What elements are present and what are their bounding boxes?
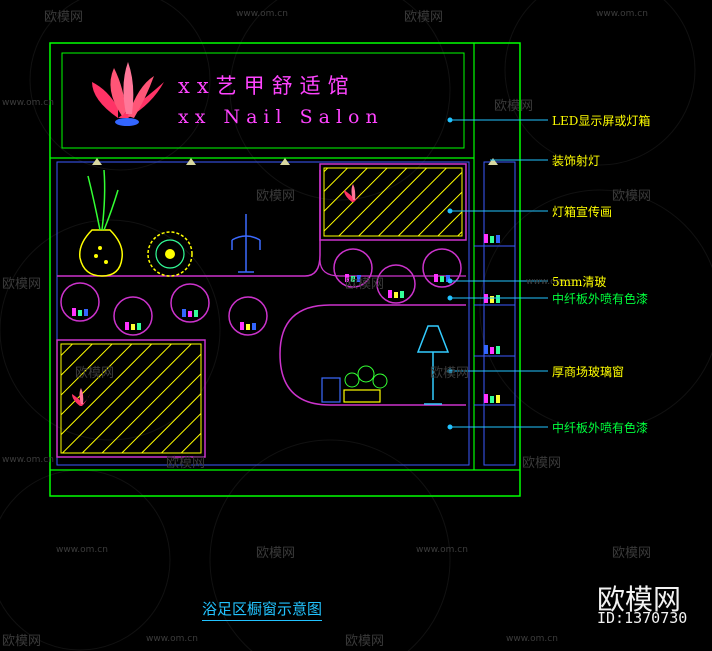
annotation-lightbox-poster: 灯箱宣传画 [552,205,613,219]
annotation-clear-glass: 5mm清玻 [552,275,607,289]
watermark-url: www.om.cn [2,455,54,465]
watermark-logo: 欧模网 [75,366,115,381]
watermark-url: www.om.cn [596,9,648,19]
watermark-logo: 欧模网 [44,10,84,25]
annotation-mall-glass: 厚商场玻璃窗 [552,365,625,379]
watermark-logo: 欧模网 [2,634,42,649]
inner-frame [56,161,470,466]
niche-bottles [72,274,450,330]
annotation-led-sign: LED显示屏或灯箱 [552,114,651,128]
watermark-url: www.om.cn [236,9,288,19]
watermark-logo: 欧模网 [430,366,470,381]
watermark-logo: 欧模网 [256,546,296,561]
watermark-logo: 欧模网 [612,189,652,204]
upper-poster-box [319,163,467,241]
lower-poster-hatch [60,343,202,454]
watermark-logo: 欧模网 [522,456,562,471]
watermark-url: www.om.cn [506,634,558,644]
watermark-logo: 欧模网 [494,99,534,114]
annotation-mdf-paint-1: 中纤板外喷有色漆 [552,292,649,306]
brand-id: ID:1370730 [597,609,688,627]
annotation-spotlight: 装饰射灯 [552,154,601,168]
table-lamp [416,325,450,405]
candelabra [231,214,261,273]
watermark-url: www.om.cn [416,545,468,555]
led-sign-box [61,52,465,149]
watermark-logo: 欧模网 [345,634,385,649]
watermark-logo: 欧模网 [166,456,206,471]
side-bottles [484,234,500,403]
watermark-logo: 欧模网 [345,277,385,292]
watermark-url: www.om.cn [526,277,578,287]
drawing-caption: 浴足区橱窗示意图 [202,598,323,621]
watermark-logo: 欧模网 [2,277,42,292]
watermark-url: www.om.cn [56,545,108,555]
annotation-mdf-paint-2: 中纤板外喷有色漆 [552,421,649,435]
lower-poster-lotus [72,388,90,406]
upper-right-shelf [319,259,466,277]
round-niches [60,248,462,336]
watermark-logo: 欧模网 [612,546,652,561]
leader-lines [447,117,548,430]
vase-plant [79,169,123,277]
lotus-logo [92,62,164,126]
watermark-logo: 欧模网 [404,10,444,25]
decorative-plate [147,231,193,277]
upper-shelf [57,170,321,277]
upper-poster-hatch [323,167,463,237]
watermark-logo: 欧模网 [256,189,296,204]
watermark-url: www.om.cn [146,634,198,644]
rounded-display-case [279,304,466,406]
outer-frame [49,42,521,497]
salon-title-en: xx Nail Salon [178,106,384,128]
side-column-frame [483,161,516,466]
lower-poster-box [56,339,206,458]
spotlights [92,158,498,165]
potted-plant [321,365,388,403]
watermark-url: www.om.cn [2,98,54,108]
salon-title-cn: xx艺甲舒适馆 [178,74,356,98]
upper-poster-lotus [344,184,362,202]
brand-logo-text: 欧模网 [597,583,682,616]
